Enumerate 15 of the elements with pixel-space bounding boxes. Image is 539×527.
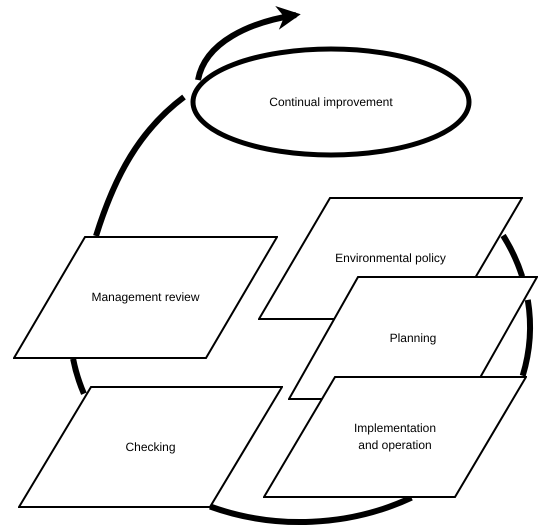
- box-label: Planning: [390, 330, 436, 346]
- cycle-arc: [93, 94, 186, 237]
- cycle-arc: [70, 358, 87, 395]
- cycle-arrow: [195, 6, 301, 81]
- ellipse-node: [190, 46, 472, 158]
- box-label: Management review: [91, 289, 200, 306]
- cycle-arc: [520, 300, 533, 377]
- box-label: Checking: [125, 438, 176, 456]
- box-label: Continual improvement: [269, 94, 393, 110]
- parallelogram-box: [13, 236, 278, 359]
- parallelogram-box: [263, 376, 527, 498]
- box-label: Implementation and operation: [352, 420, 438, 454]
- cycle-arc: [500, 234, 526, 278]
- parallelogram-box: [18, 386, 283, 508]
- box-label: Environmental policy: [335, 250, 446, 267]
